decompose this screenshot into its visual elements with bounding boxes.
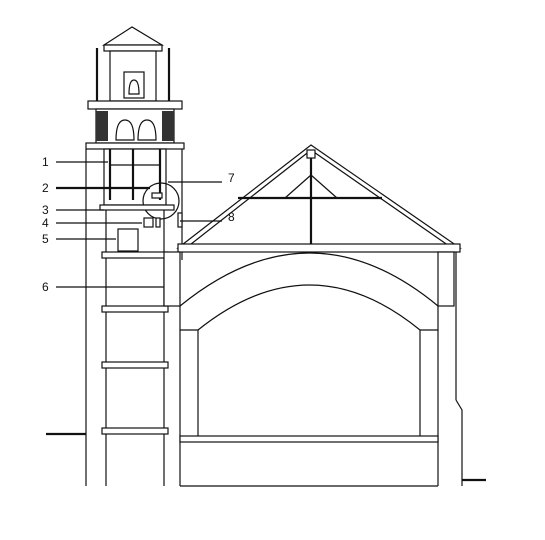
cabinet: [117, 228, 139, 252]
tower-floor-slab: [99, 204, 175, 211]
callout-labels: 1 2 3 4 5 6 7 8: [42, 155, 235, 294]
callout-8: 8: [228, 210, 235, 224]
string-course-3: [101, 361, 169, 369]
bell-right: [137, 119, 157, 141]
callout-5: 5: [42, 232, 49, 246]
callout-4: 4: [42, 216, 49, 230]
strut-right: [310, 174, 338, 199]
callout-7: 7: [228, 171, 235, 185]
callout-3: 3: [42, 203, 49, 217]
nave-left-upper-wall: [163, 251, 181, 307]
nave: [163, 144, 486, 487]
vault-right-spring: [420, 306, 439, 331]
vault-extrados: [179, 252, 439, 307]
nave-floor: [179, 435, 439, 443]
small-device: [155, 217, 161, 228]
string-course-1: [101, 251, 169, 259]
buttress-foot: [455, 399, 463, 486]
upper-cornice: [87, 100, 183, 110]
bell-tower: [46, 26, 185, 486]
nave-right-upper-wall: [437, 251, 455, 307]
spire-base: [103, 44, 163, 52]
roof: [176, 144, 462, 249]
small-bell: [128, 79, 140, 95]
ridge-block: [306, 149, 316, 159]
string-course-4: [101, 427, 169, 435]
left-hatched-wall: [96, 111, 108, 141]
tower-spire: [101, 26, 165, 46]
belfry-cornice: [85, 142, 185, 150]
right-hatched-wall: [162, 111, 174, 141]
tie-beam: [177, 243, 461, 253]
callout-1: 1: [42, 155, 49, 169]
string-course-2: [101, 305, 169, 313]
leader-lines: [56, 161, 222, 288]
callout-2: 2: [42, 181, 49, 195]
detail-circle: [142, 182, 180, 220]
mechanism-bracket: [151, 192, 163, 199]
strut-left: [284, 174, 312, 199]
control-box: [143, 217, 154, 228]
wall-bracket: [177, 212, 183, 228]
vault-intrados: [197, 284, 421, 331]
vault-left-spring: [179, 306, 198, 331]
callout-6: 6: [42, 280, 49, 294]
bell-left: [115, 119, 135, 141]
